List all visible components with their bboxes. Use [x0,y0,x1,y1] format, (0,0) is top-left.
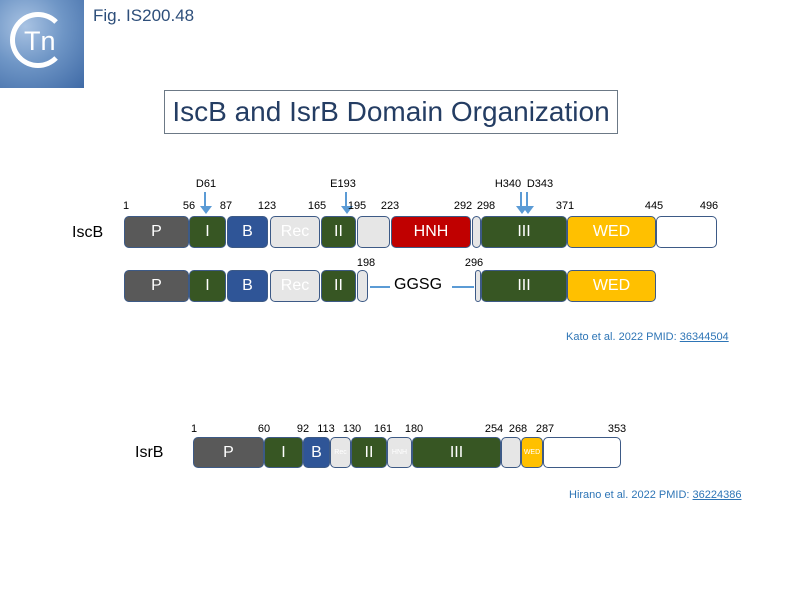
iscb-domain-iii: III [481,216,567,248]
iscb-pos-371: 371 [555,200,575,212]
iscb-domain-rec: Rec [270,216,320,248]
isrb-pos-1: 1 [190,423,198,435]
iscb-pos-87: 87 [219,200,233,212]
iscb-pos-445: 445 [644,200,664,212]
d343-arrow-icon [522,192,534,214]
logo-text: Tn [24,26,56,56]
isrb-domain-wed: WED [521,437,543,468]
iscb-label: IscB [72,224,104,241]
variant-domain-ii: II [321,270,356,302]
isrb-pos-180: 180 [404,423,424,435]
iscb-pos-1: 1 [122,200,130,212]
ggsg-linker-label: GGSG [394,276,443,293]
isrb-domain-ii: II [351,437,387,468]
site-d61: D61 [195,178,217,190]
ggsg-line-left [370,286,390,288]
isrb-pos-113: 113 [317,423,335,435]
isrb-domain-rec: Rec [330,437,351,468]
d61-arrow-icon [200,192,212,214]
variant-domain-linker-right [475,270,481,302]
iscb-domain-b: B [227,216,268,248]
iscb-pos-165: 165 [307,200,327,212]
logo-ring-icon [10,12,66,68]
iscb-pos-223: 223 [380,200,400,212]
isrb-pos-60: 60 [257,423,271,435]
variant-domain-p: P [124,270,189,302]
isrb-reference-text: Hirano et al. 2022 PMID: [569,489,690,501]
iscb-domain-i: I [189,216,226,248]
isrb-pos-254: 254 [484,423,504,435]
variant-pos-296: 296 [464,257,484,269]
iscb-domain-wed: WED [567,216,656,248]
isrb-domain-p: P [193,437,264,468]
isrb-domain-linker [501,437,521,468]
variant-pos-198: 198 [356,257,376,269]
diagram-title: IscB and IsrB Domain Organization [164,90,618,134]
iscb-pos-123: 123 [257,200,277,212]
iscb-pos-496: 496 [699,200,719,212]
site-h340: H340 [494,178,522,190]
isrb-pos-130: 130 [342,423,362,435]
ggsg-line-right [452,286,474,288]
isrb-pos-161: 161 [373,423,393,435]
variant-domain-i: I [189,270,226,302]
isrb-domain-b: B [303,437,330,468]
isrb-label: IsrB [135,444,164,461]
isrb-domain-iii: III [412,437,501,468]
iscb-pos-292: 292 [453,200,473,212]
iscb-reference: Kato et al. 2022 PMID: 36344504 [566,331,729,343]
e193-arrow-icon [341,192,353,214]
isrb-pmid-link[interactable]: 36224386 [692,489,742,501]
iscb-domain-ii: II [321,216,356,248]
iscb-domain-linker [357,216,390,248]
isrb-pos-287: 287 [535,423,555,435]
variant-domain-iii: III [481,270,567,302]
variant-domain-b: B [227,270,268,302]
iscb-domain-c-terminal [656,216,717,248]
iscb-domain-p: P [124,216,189,248]
iscb-domain-hnh: HNH [391,216,471,248]
isrb-domain-i: I [264,437,303,468]
iscb-reference-text: Kato et al. 2022 PMID: [566,331,677,343]
iscb-pos-56: 56 [182,200,196,212]
variant-domain-linker-left [357,270,368,302]
iscb-pmid-link[interactable]: 36344504 [679,331,729,343]
site-e193: E193 [330,178,356,190]
isrb-pos-92: 92 [296,423,310,435]
isrb-reference: Hirano et al. 2022 PMID: 36224386 [569,489,741,501]
isrb-pos-353: 353 [607,423,627,435]
isrb-domain-hnh: HNH [387,437,412,468]
isrb-pos-268: 268 [508,423,528,435]
iscb-pos-298: 298 [476,200,496,212]
tn-logo: Tn [0,0,84,88]
iscb-domain-gap [472,216,481,248]
variant-domain-wed: WED [567,270,656,302]
figure-label: Fig. IS200.48 [93,6,195,25]
site-d343: D343 [526,178,554,190]
variant-domain-rec: Rec [270,270,320,302]
iscb-pos-195: 195 [347,200,367,212]
isrb-domain-c-terminal [543,437,621,468]
